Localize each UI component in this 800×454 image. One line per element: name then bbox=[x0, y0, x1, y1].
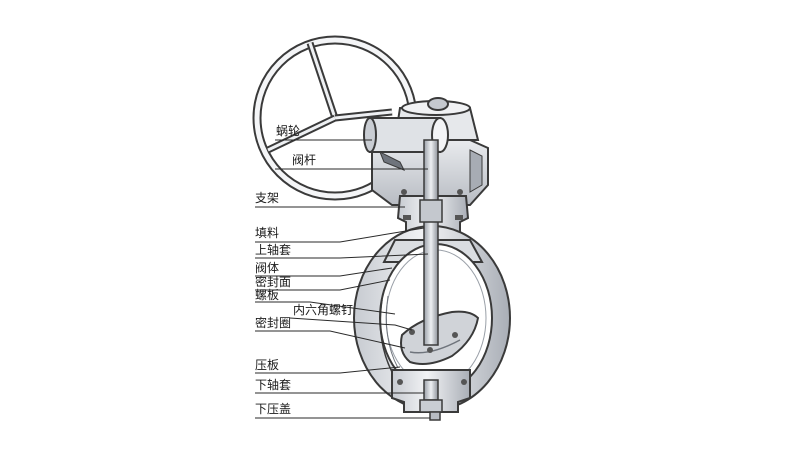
label-valve-body: 阀体 bbox=[255, 261, 280, 275]
leader-packing bbox=[255, 227, 425, 243]
label-seal-ring: 密封圈 bbox=[255, 316, 292, 330]
leader-seal-ring bbox=[255, 330, 406, 349]
label-hex-socket-screw: 内六角螺钉 bbox=[293, 303, 354, 317]
valve-stem-part bbox=[419, 139, 443, 346]
label-pressure-plate: 压板 bbox=[255, 358, 280, 372]
leader-bolt-plate bbox=[255, 301, 396, 315]
leader-hex-socket-screw bbox=[289, 317, 413, 331]
label-valve-stem: 阀杆 bbox=[292, 153, 317, 167]
label-lower-cover: 下压盖 bbox=[255, 402, 292, 416]
leader-valve-body bbox=[255, 267, 393, 277]
label-bracket: 支架 bbox=[255, 191, 280, 205]
leader-pressure-plate bbox=[255, 366, 401, 374]
leader-upper-bushing bbox=[255, 253, 429, 259]
leader-sealing-face bbox=[255, 279, 391, 291]
label-packing: 填料 bbox=[255, 226, 280, 240]
valve-disc bbox=[400, 310, 480, 365]
leader-lines bbox=[255, 139, 430, 419]
label-upper-bushing: 上轴套 bbox=[255, 243, 292, 257]
label-sealing-face: 密封面 bbox=[255, 275, 292, 289]
label-lower-bushing: 下轴套 bbox=[255, 378, 292, 392]
label-bolt-plate: 螺板 bbox=[255, 288, 280, 302]
lower-section bbox=[391, 369, 471, 421]
label-worm-wheel: 蜗轮 bbox=[276, 124, 301, 138]
